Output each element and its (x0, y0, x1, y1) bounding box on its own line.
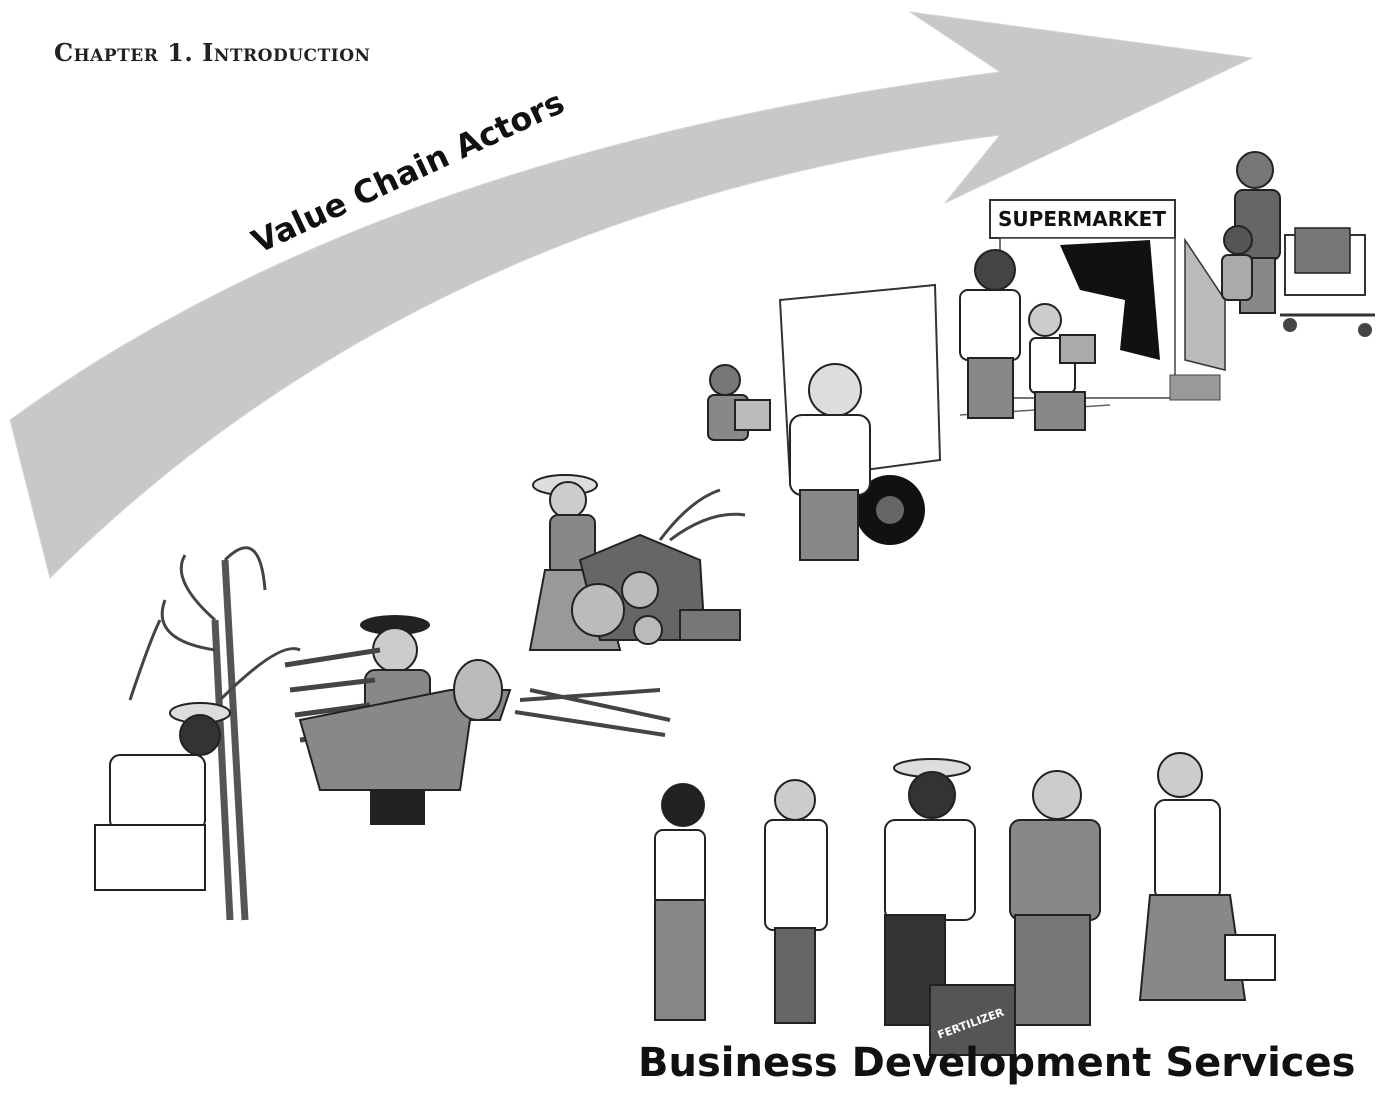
bds-label: Business Development Services (638, 1040, 1356, 1086)
bds-figures (654, 752, 1276, 1056)
value-chain-arrow (9, 11, 1254, 579)
shopper-figures (1221, 151, 1375, 337)
truck-figures (707, 283, 942, 561)
chapter-heading: Chapter 1. Introduction (54, 38, 371, 67)
transporter-figures (284, 615, 512, 825)
retailer-figures (959, 249, 1096, 431)
supermarket-sign: SUPERMARKET (998, 207, 1166, 231)
processor-figures (514, 474, 746, 737)
farmer-figures (94, 546, 301, 921)
